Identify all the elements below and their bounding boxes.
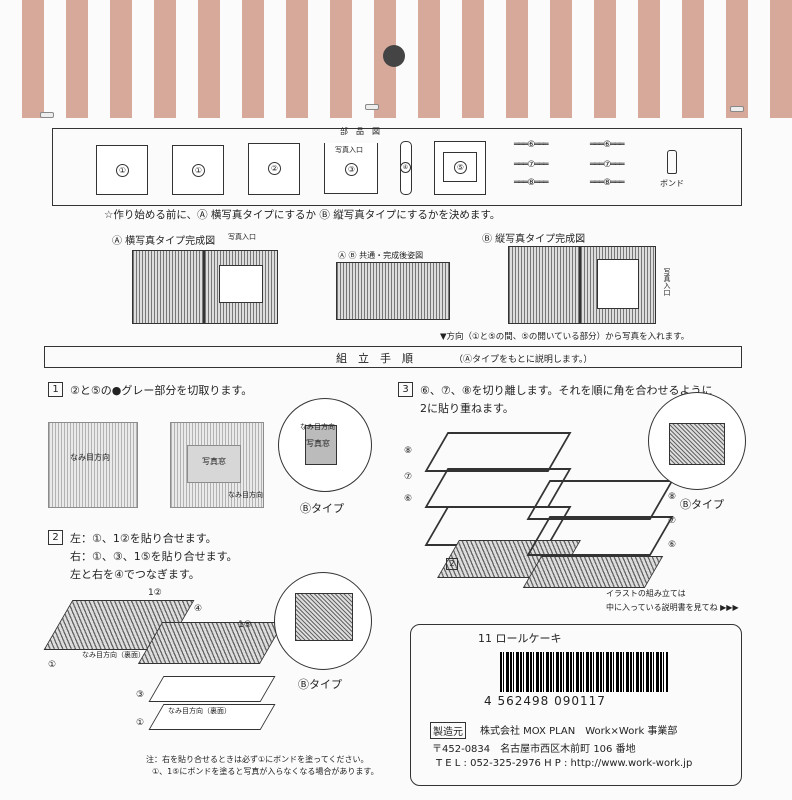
step3-label-6: ⑥ — [404, 494, 413, 504]
step3-label-r7: ⑦ — [668, 516, 677, 526]
step3-btype-label: Ⓑタイプ — [680, 498, 724, 511]
step1-text: ②と⑤の●グレー部分を切取ります。 — [70, 384, 253, 397]
assembly-title: 組 立 手 順 — [336, 352, 413, 365]
company-contact: T E L : 052-325-2976 H P : http://www.wo… — [436, 758, 693, 769]
direction-note: ▼方向（①と⑤の間、⑤の開いている部分）から写真を入れます。 — [440, 332, 690, 342]
staple — [365, 104, 379, 110]
type-a-left-panel — [132, 250, 204, 324]
intro-text: ☆作り始める前に、Ⓐ 横写真タイプにするか Ⓑ 縦写真タイプにするかを決めます。 — [104, 209, 501, 221]
type-a-title: Ⓐ 横写真タイプ完成図 — [112, 236, 216, 247]
part-7-strips-b: ═══⑦═══ — [590, 160, 625, 170]
part-2: ② — [248, 143, 300, 195]
part-6-strips: ═══⑥═══ — [514, 140, 549, 150]
step1-btype-grain: なみ目方向 — [300, 423, 335, 431]
step2-right-board — [137, 622, 285, 664]
part-8-strips: ═══⑧═══ — [514, 178, 549, 188]
step2-label-3: ③ — [136, 690, 145, 700]
step1-btype-detail — [278, 398, 372, 492]
step1-photo-window: 写真窓 — [202, 457, 226, 466]
step2-line-3: 左と右を④でつなぎます。 — [70, 568, 200, 581]
step2-label-4: ④ — [194, 604, 203, 614]
step2-btype-label: Ⓑタイプ — [298, 678, 342, 691]
step3-line-1: ⑥、⑦、⑧を切り離します。それを順に角を合わせるように — [420, 384, 713, 397]
type-a-slot: 写真入口 — [228, 233, 256, 241]
company-address: 〒452-0834 名古屋市西区木前町 106 番地 — [432, 744, 636, 755]
maker-label: 製造元 — [430, 722, 466, 739]
hanging-hole — [383, 45, 405, 67]
type-b-title: Ⓑ 縦写真タイプ完成図 — [482, 234, 586, 245]
step1-number: 1 — [48, 382, 63, 397]
part-8-strips-b: ═══⑧═══ — [590, 178, 625, 188]
step3-frame-right-7 — [526, 516, 674, 556]
step2-label-1a: ① — [48, 660, 57, 670]
part-1b: ① — [172, 145, 224, 195]
step3-label-r6: ⑥ — [668, 540, 677, 550]
step3-line-2: 2に貼り重ねます。 — [420, 402, 514, 415]
step1-grain-b: なみ目方向 — [228, 491, 263, 499]
step2-note-1: 注：右を貼り合せるときは必ず①にボンドを塗ってください。 — [146, 755, 369, 764]
step2-label-15: 1⑤ — [238, 620, 252, 630]
bond-icon — [667, 150, 677, 174]
step2-grain-a: なみ目方向（裏面） — [82, 651, 145, 659]
illustration-note-1: イラストの組み立ては — [606, 589, 686, 598]
step3-base-right — [522, 556, 664, 588]
product-name: 11 ロールケーキ — [478, 632, 562, 645]
type-b-left-panel — [508, 246, 580, 324]
step3-number: 3 — [398, 382, 413, 397]
step2-note-2: ①、1⑤にボンドを塗ると写真が入らなくなる場合があります。 — [152, 767, 379, 776]
back-view — [336, 262, 450, 320]
step3-frame-8 — [424, 432, 572, 472]
assembly-note: （Ⓐタイプをもとに説明します。） — [454, 355, 593, 365]
step3-frame-right-8 — [526, 480, 674, 520]
staple — [730, 106, 744, 112]
part-7-strips: ═══⑦═══ — [514, 160, 549, 170]
step1-part2 — [48, 422, 138, 508]
step3-label-8: ⑧ — [404, 446, 413, 456]
part-5: ⑤ — [434, 141, 486, 195]
assembly-header — [44, 346, 742, 368]
bond-label: ボンド — [660, 179, 684, 188]
step2-grain-b: なみ目方向（裏面） — [168, 707, 231, 715]
barcode — [500, 652, 668, 692]
step2-btype-detail — [274, 572, 372, 670]
step3-label-7: ⑦ — [404, 472, 413, 482]
staple — [40, 112, 54, 118]
step1-part5 — [170, 422, 264, 508]
step2-line-2: 右：①、③、1⑤を貼り合せます。 — [70, 550, 238, 563]
type-b-right-panel — [580, 246, 656, 324]
type-a-right-panel — [204, 250, 278, 324]
step1-btype-label: Ⓑタイプ — [300, 502, 344, 515]
step2-part3 — [148, 676, 276, 702]
step1-btype-photo: 写真窓 — [306, 439, 330, 448]
part-1a: ① — [96, 145, 148, 195]
step3-base-label: 2 — [446, 558, 458, 570]
type-b-slot: 写真入口 — [663, 268, 671, 296]
step2-label-1b: ① — [136, 718, 145, 728]
part-4: ④ — [400, 141, 412, 195]
parts-title: 部 品 図 — [340, 127, 380, 136]
step1-grain-a: なみ目方向 — [70, 453, 110, 462]
step2-line-1: 左：①、1②を貼り合せます。 — [70, 532, 217, 545]
step3-label-r8: ⑧ — [668, 492, 677, 502]
part-6-strips-b: ═══⑥═══ — [590, 140, 625, 150]
step3-btype-detail — [648, 392, 746, 490]
illustration-note-2: 中に入っている説明書を見てね ▶▶▶ — [606, 603, 739, 612]
product-info-box — [410, 624, 742, 786]
barcode-number: 4 562498 090117 — [484, 694, 606, 708]
step2-label-12: 1② — [148, 588, 162, 598]
common-title: Ⓐ Ⓑ 共通・完成後姿図 — [338, 251, 424, 260]
step2-number: 2 — [48, 530, 63, 545]
parts-diagram-box — [52, 128, 742, 206]
company-name: 株式会社 MOX PLAN Work×Work 事業部 — [480, 726, 678, 737]
